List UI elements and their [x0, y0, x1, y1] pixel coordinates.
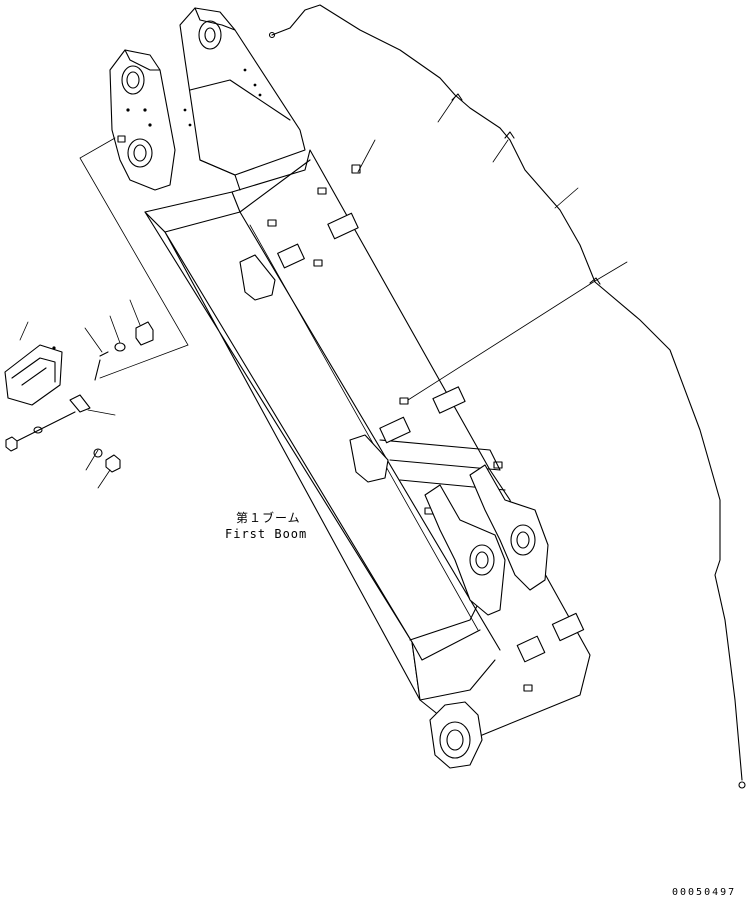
caption-japanese: 第１ブーム: [236, 511, 301, 525]
washer-lower: [33, 426, 43, 434]
screw-small: [99, 351, 109, 357]
caption-english: First Boom: [225, 527, 308, 541]
clip-block-1: [327, 212, 359, 240]
washer-nut: [93, 448, 103, 458]
clamp-bracket: [4, 344, 63, 406]
foot-pin-hole-left-lower: [127, 138, 153, 168]
lubrication-line: [268, 4, 746, 789]
bolt-lower: [5, 436, 18, 452]
foot-lug-left: [109, 49, 176, 191]
arm-pin-hole-right: [510, 524, 536, 556]
arm-bracket-left: [424, 484, 506, 616]
bolt-upper: [135, 321, 154, 346]
document-number: 00050497: [672, 887, 737, 898]
foot-pin-hole-right: [198, 20, 222, 50]
arm-bracket-right: [469, 464, 549, 591]
boom-tip-pin-hole: [439, 721, 471, 759]
clip-block-6: [516, 635, 546, 663]
clip-block-4: [379, 416, 411, 444]
clamp-plate: [69, 394, 91, 413]
clip-block-5: [551, 612, 585, 642]
clip-block-3: [432, 386, 466, 414]
foot-lug-right: [179, 7, 306, 176]
mid-bracket-left: [239, 254, 276, 301]
clamp-detail: [4, 137, 189, 489]
arm-pin-hole-left: [469, 544, 495, 576]
clip-block-2: [277, 243, 305, 269]
mid-bracket-right: [349, 434, 389, 483]
foot-pin-hole-left-upper: [121, 65, 145, 95]
detail-callout-frame: [79, 137, 189, 379]
nut-lower: [105, 454, 121, 473]
first-boom: [109, 7, 591, 769]
washer-upper: [114, 342, 126, 352]
pipe-route: [271, 4, 743, 781]
